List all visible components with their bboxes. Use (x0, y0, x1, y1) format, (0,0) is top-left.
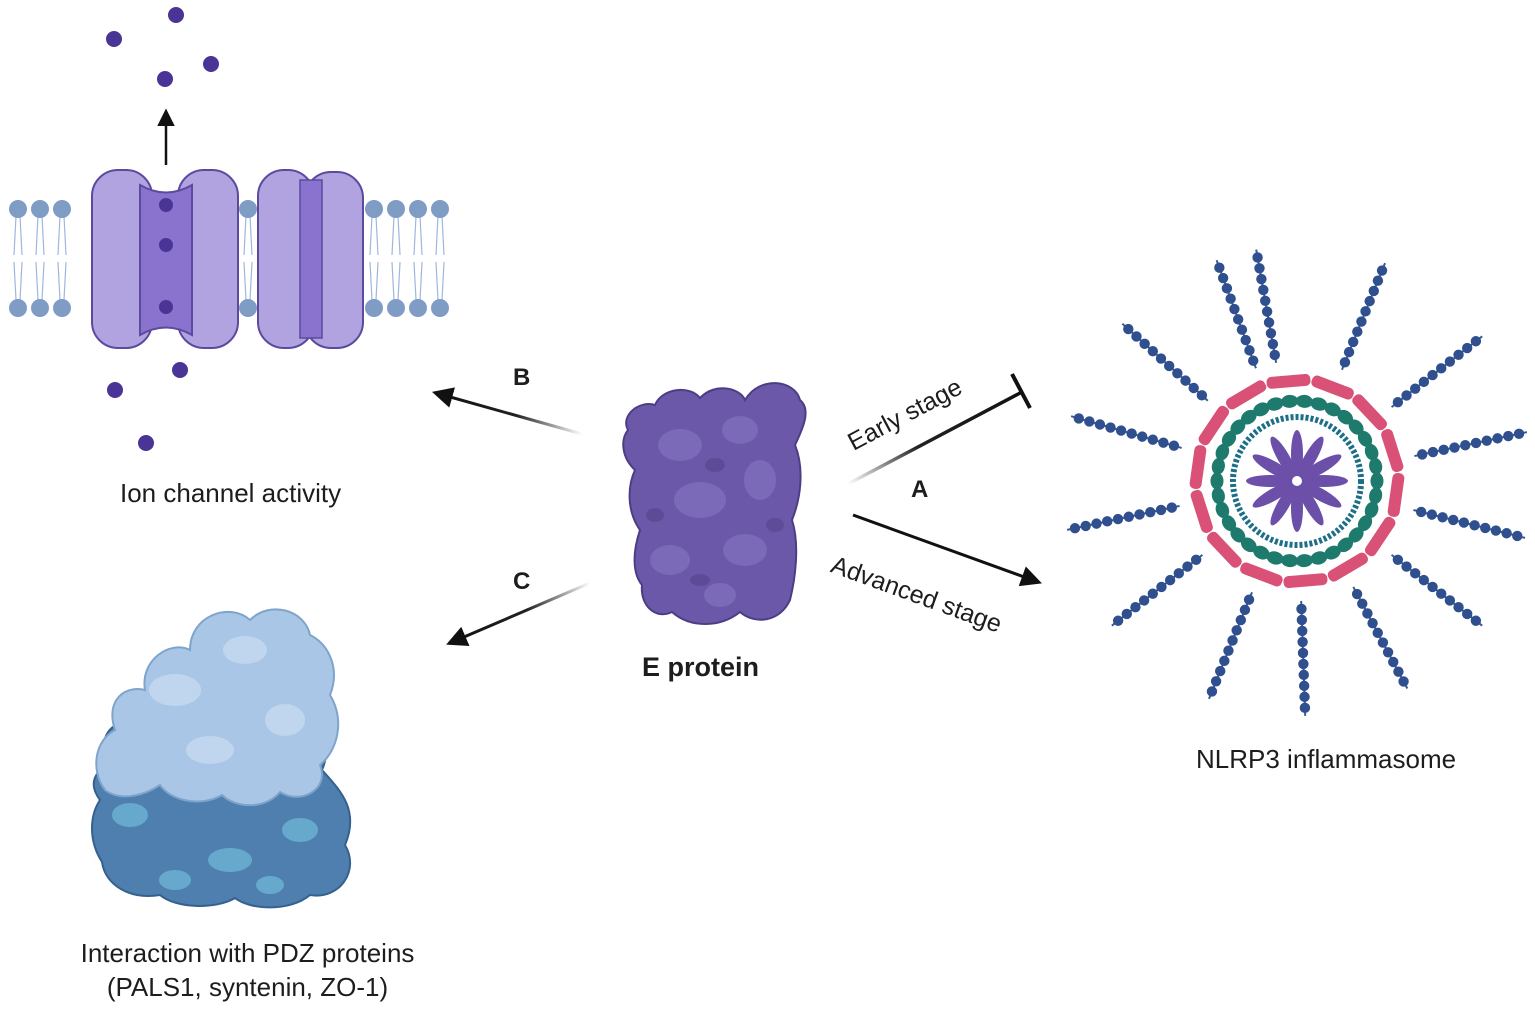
nlrp3-inflammasome-icon (1066, 249, 1528, 716)
arrow-c (446, 581, 591, 647)
membrane (9, 200, 449, 317)
ion-channel-icon (91, 169, 364, 349)
arrow-a-letter: A (911, 476, 929, 503)
e-protein-label: E protein (642, 652, 760, 682)
arrow-c-letter: C (513, 568, 531, 595)
pdz-label-line1: Interaction with PDZ proteins (80, 938, 415, 968)
ions (106, 7, 219, 451)
pdz-label-line2: (PALS1, syntenin, ZO-1) (106, 972, 389, 1002)
e-protein-icon (622, 382, 807, 625)
arrow-b-letter: B (513, 364, 531, 391)
ion-channel-label: Ion channel activity (120, 478, 342, 508)
inhibit-bar (1010, 373, 1032, 409)
arrow-b (431, 387, 583, 436)
arrow-advanced (852, 513, 1042, 587)
nlrp3-label: NLRP3 inflammasome (1196, 744, 1457, 774)
pdz-protein-complex-icon (91, 608, 352, 909)
arrow-early-inhibit (847, 390, 1023, 486)
